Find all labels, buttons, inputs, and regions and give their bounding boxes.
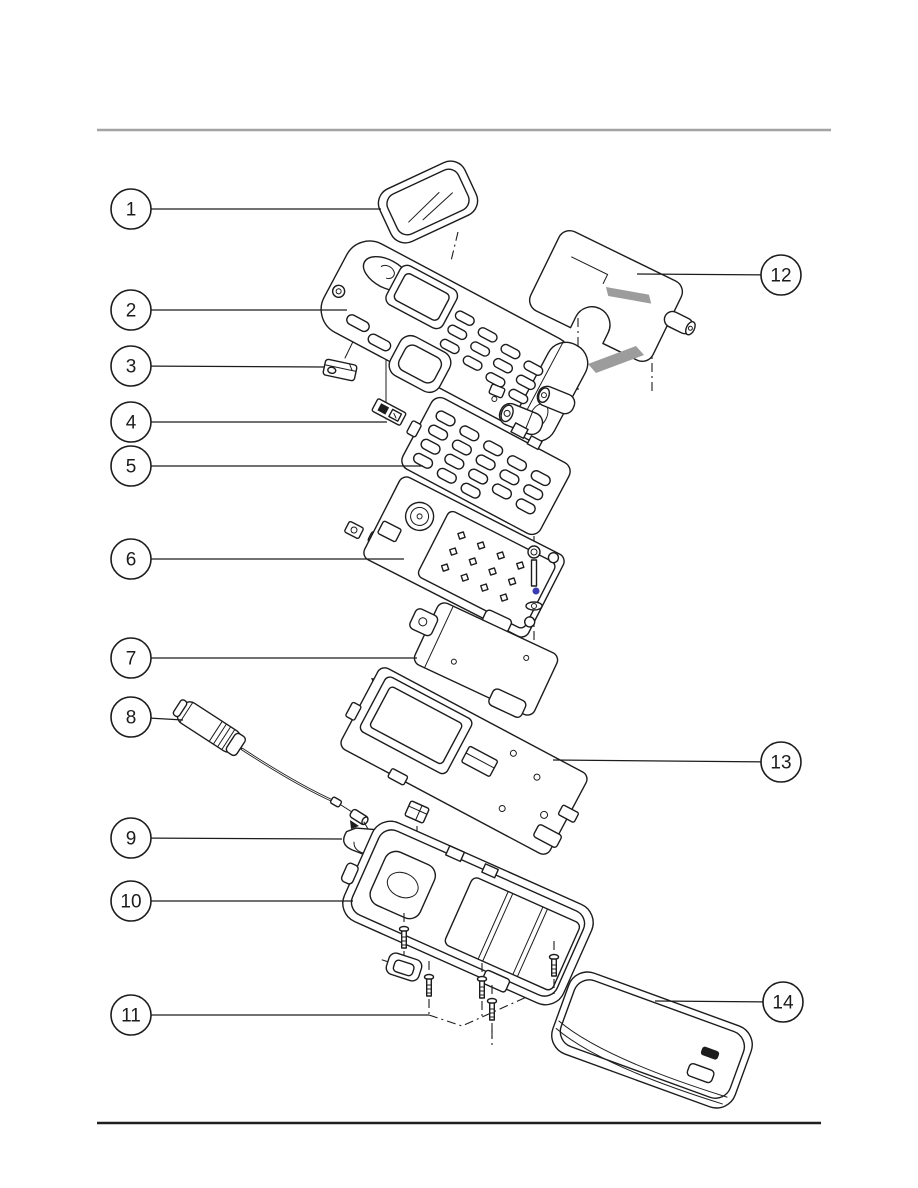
part-navi-frame bbox=[388, 334, 452, 394]
key-buttons bbox=[412, 410, 551, 515]
callout-circle-12 bbox=[760, 254, 802, 296]
callout-number-12: 12 bbox=[770, 266, 791, 287]
leader-line-9 bbox=[130, 837, 343, 840]
callout-circle-1 bbox=[110, 188, 152, 230]
callout-7: 7 bbox=[110, 637, 417, 679]
part-contact-bit bbox=[488, 383, 506, 399]
callout-circle-2 bbox=[110, 289, 152, 331]
callout-13: 13 bbox=[552, 741, 802, 783]
part-display-lens bbox=[377, 160, 479, 244]
part-connector-cube bbox=[404, 800, 430, 824]
callout-4: 4 bbox=[110, 401, 387, 443]
callout-circle-3 bbox=[110, 345, 152, 387]
callout-circle-8 bbox=[110, 696, 152, 738]
callout-number-6: 6 bbox=[126, 550, 137, 571]
callout-circle-5 bbox=[110, 445, 152, 487]
callout-circle-14 bbox=[762, 981, 804, 1023]
callout-number-1: 1 bbox=[126, 200, 137, 221]
part-keymat bbox=[401, 396, 571, 536]
part-side-clip bbox=[322, 358, 358, 382]
callout-12: 12 bbox=[636, 254, 802, 296]
callout-number-4: 4 bbox=[126, 413, 137, 434]
part-vibra-motor bbox=[536, 385, 576, 415]
shield-holes bbox=[440, 531, 525, 602]
callout-number-9: 9 bbox=[126, 829, 137, 850]
callout-8: 8 bbox=[110, 696, 184, 738]
callout-circle-7 bbox=[110, 637, 152, 679]
callout-number-8: 8 bbox=[126, 708, 137, 729]
part-sim-hatch bbox=[528, 229, 696, 373]
callout-number-7: 7 bbox=[126, 649, 137, 670]
part-antenna bbox=[172, 699, 369, 830]
callout-number-3: 3 bbox=[126, 357, 137, 378]
part-switch bbox=[371, 398, 407, 426]
hatch-hinge bbox=[663, 310, 696, 336]
part-ui-module bbox=[344, 476, 565, 638]
keypad-holes bbox=[439, 310, 544, 405]
callout-circle-13 bbox=[760, 741, 802, 783]
callout-2: 2 bbox=[110, 289, 347, 331]
callout-11: 11 bbox=[110, 994, 429, 1036]
leader-line-12 bbox=[636, 273, 782, 276]
part-holder-clip bbox=[381, 952, 423, 982]
leader-line-14 bbox=[654, 1000, 784, 1003]
part-screws bbox=[381, 913, 560, 1039]
part-main-pcb bbox=[340, 667, 588, 855]
callout-5: 5 bbox=[110, 445, 423, 487]
callout-number-13: 13 bbox=[770, 753, 791, 774]
callout-circle-6 bbox=[110, 538, 152, 580]
part-battery-cover bbox=[551, 971, 753, 1109]
callout-number-10: 10 bbox=[120, 892, 141, 913]
callout-10: 10 bbox=[110, 880, 353, 922]
callout-14: 14 bbox=[654, 981, 804, 1023]
callout-circle-10 bbox=[110, 880, 152, 922]
callout-number-11: 11 bbox=[121, 1006, 141, 1027]
callout-9: 9 bbox=[110, 817, 343, 859]
part-chassis bbox=[340, 820, 594, 1006]
callout-3: 3 bbox=[110, 345, 325, 387]
leader-line-13 bbox=[552, 759, 782, 763]
callout-circle-11 bbox=[110, 994, 152, 1036]
callout-circle-4 bbox=[110, 401, 152, 443]
part-shield-plate bbox=[409, 602, 559, 718]
module-screw bbox=[525, 545, 543, 611]
callout-circle-9 bbox=[110, 817, 152, 859]
callout-number-2: 2 bbox=[126, 301, 137, 322]
callout-number-5: 5 bbox=[126, 457, 137, 478]
callout-6: 6 bbox=[110, 538, 404, 580]
leader-line-3 bbox=[130, 365, 325, 368]
callout-number-14: 14 bbox=[772, 993, 794, 1014]
callout-1: 1 bbox=[110, 188, 381, 230]
